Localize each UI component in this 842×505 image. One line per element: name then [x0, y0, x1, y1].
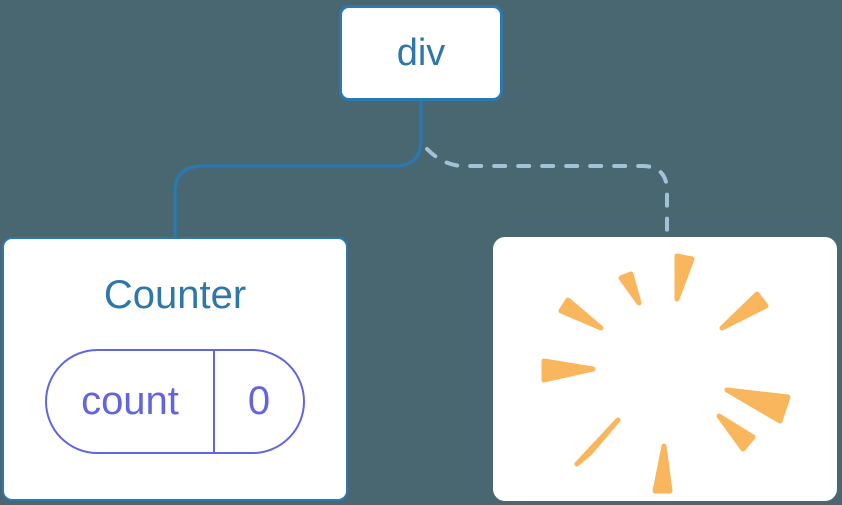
state-key: count: [47, 351, 215, 452]
poof-ray: [574, 417, 621, 467]
poof-ray: [724, 387, 791, 424]
tree-node-removed: [493, 237, 837, 501]
node-label-div: div: [396, 31, 446, 74]
tree-node-counter: Counter count 0: [2, 237, 348, 501]
state-value: 0: [247, 379, 271, 423]
poof-ray: [541, 358, 596, 383]
poof-ray: [716, 413, 756, 452]
tree-node-div: div: [339, 5, 503, 101]
poof-ray: [674, 253, 695, 302]
state-pill: count 0: [45, 349, 305, 454]
edge-div-to-removed: [425, 147, 669, 238]
poof-ray: [719, 291, 769, 331]
poof-ray: [652, 443, 673, 494]
poof-ray: [618, 271, 642, 306]
component-title: Counter: [103, 273, 247, 317]
poof-ray: [558, 297, 604, 331]
edge-div-to-counter: [173, 99, 423, 240]
poof-icon: [541, 253, 791, 494]
